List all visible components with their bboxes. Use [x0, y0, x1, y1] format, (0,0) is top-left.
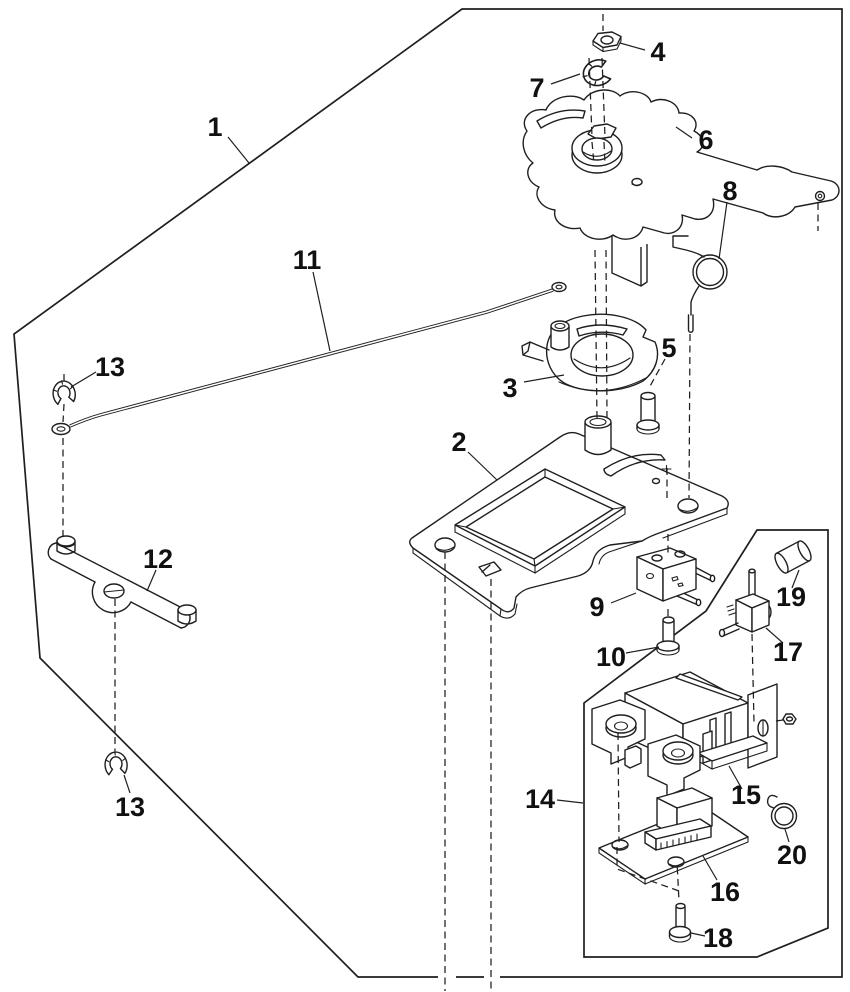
callout-labels: 1 2 3 4 5 6 7 8 9 10 11 12 13 13 14 15 1…: [95, 37, 807, 953]
callout-5-leader: [648, 358, 666, 389]
callout-13-upper: 13: [95, 352, 125, 382]
washer-nut-small: [775, 713, 797, 725]
nut-part-4: [592, 31, 622, 53]
callout-19-leader: [791, 569, 800, 589]
rod-left-eyelet: [51, 422, 71, 436]
frame-outline-part-1: [13, 8, 843, 978]
callout-10-leader: [625, 646, 660, 654]
callout-19: 19: [776, 582, 806, 612]
screw-part-18: [668, 902, 692, 943]
callout-3: 3: [502, 373, 517, 403]
callout-13-lower: 13: [115, 792, 145, 822]
callout-15-leader: [728, 765, 743, 790]
plate-curved-slot: [603, 453, 666, 477]
callout-16-leader: [702, 855, 718, 881]
assembly-dashed-lines: [62, 14, 819, 991]
callout-1: 1: [207, 112, 222, 142]
callout-8-leader: [718, 201, 728, 260]
callout-3-leader: [523, 374, 565, 383]
callout-8: 8: [722, 176, 737, 206]
e-ring-part-7: [579, 56, 613, 90]
cam-plate-part-6: [522, 89, 840, 287]
callout-13b-leader: [123, 774, 131, 794]
callout-6-leader: [675, 126, 693, 139]
callout-17: 17: [773, 637, 803, 667]
callout-16: 16: [710, 877, 740, 907]
callout-4: 4: [650, 37, 665, 67]
callout-9-leader: [610, 592, 637, 604]
callout-15: 15: [731, 780, 761, 810]
callout-20-leader: [784, 828, 790, 843]
callout-18: 18: [703, 923, 733, 953]
callout-1-leader: [227, 136, 250, 164]
callout-14: 14: [525, 784, 555, 814]
plate-square-hole: [478, 561, 502, 577]
cam-plate-foot: [611, 236, 648, 287]
plate-post: [584, 422, 612, 456]
lever-part-12: [47, 535, 197, 629]
rod-right-eyelet: [551, 281, 567, 293]
e-ring-part-13-lower: [103, 749, 129, 776]
switch-part-17: [718, 568, 772, 638]
pcb-part-16: [598, 787, 749, 886]
callout-17-leader: [765, 627, 784, 644]
callout-7: 7: [529, 73, 544, 103]
callout-9: 9: [589, 592, 604, 622]
callout-2-leader: [467, 451, 498, 481]
callout-10: 10: [596, 642, 626, 672]
torsion-spring-part-8: [672, 235, 728, 333]
mounting-plate-part-2: [409, 415, 729, 619]
leader-lines: [70, 42, 800, 937]
callout-12-leader: [146, 569, 157, 592]
washer-tab: [521, 341, 550, 362]
callout-2: 2: [451, 427, 466, 457]
screw-part-10: [656, 616, 680, 656]
connecting-rod-part-11: [51, 281, 567, 436]
cap-part-19: [774, 540, 812, 574]
callout-20: 20: [777, 840, 807, 870]
callout-18-leader: [690, 932, 706, 937]
callout-11: 11: [293, 245, 322, 275]
cam-washer-part-3: [521, 313, 659, 392]
callout-14-leader: [556, 799, 584, 804]
callout-4-leader: [619, 42, 646, 51]
e-ring-part-13-upper: [50, 378, 78, 406]
subassembly-box-part-14: [583, 529, 829, 958]
micro-switch-part-9: [636, 547, 716, 607]
callout-6: 6: [698, 125, 713, 155]
callout-13a-leader: [70, 371, 97, 388]
ring-part-20: [766, 794, 798, 830]
screw-part-5: [636, 391, 660, 435]
solenoid-bracket-part-15: [591, 671, 778, 797]
callout-12: 12: [143, 544, 173, 574]
callout-7-leader: [550, 73, 581, 85]
callout-5: 5: [661, 333, 676, 363]
callout-11-leader: [312, 271, 331, 352]
